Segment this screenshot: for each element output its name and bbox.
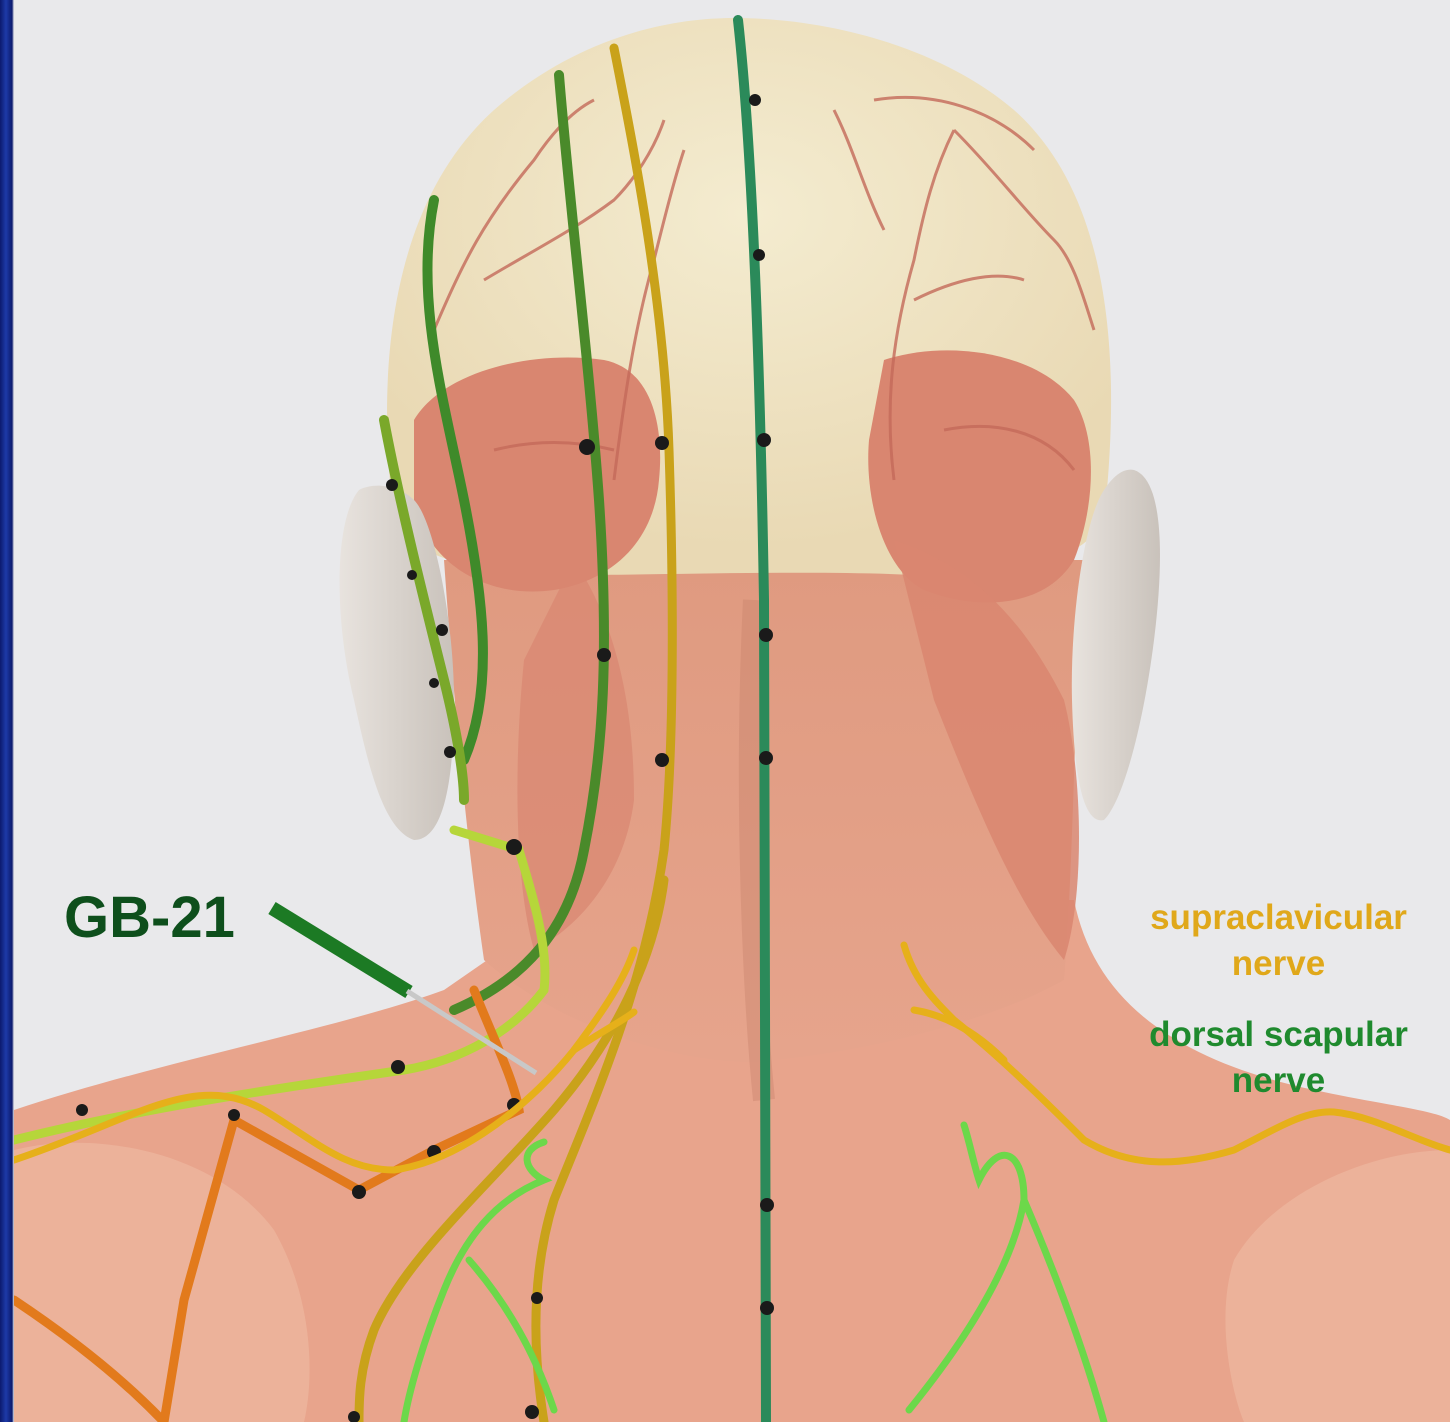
supraclavicular-nerve-label: supraclavicular nerve [1126,895,1431,986]
dorsal-scapular-nerve-label: dorsal scapular nerve [1126,1012,1431,1103]
dorsal-scapular-nerve-label-line1: dorsal scapular [1126,1012,1431,1058]
supraclavicular-nerve-label-line1: supraclavicular [1126,895,1431,941]
posterior-head-neck-illustration [14,0,1450,1422]
supraclavicular-nerve-label-line2: nerve [1126,941,1431,987]
muscle-left [414,358,660,592]
dorsal-scapular-nerve-label-line2: nerve [1126,1058,1431,1104]
acupoint-label-gb21: GB-21 [64,880,235,955]
anatomy-figure: GB-21 supraclavicular nerve dorsal scapu… [14,0,1450,1422]
